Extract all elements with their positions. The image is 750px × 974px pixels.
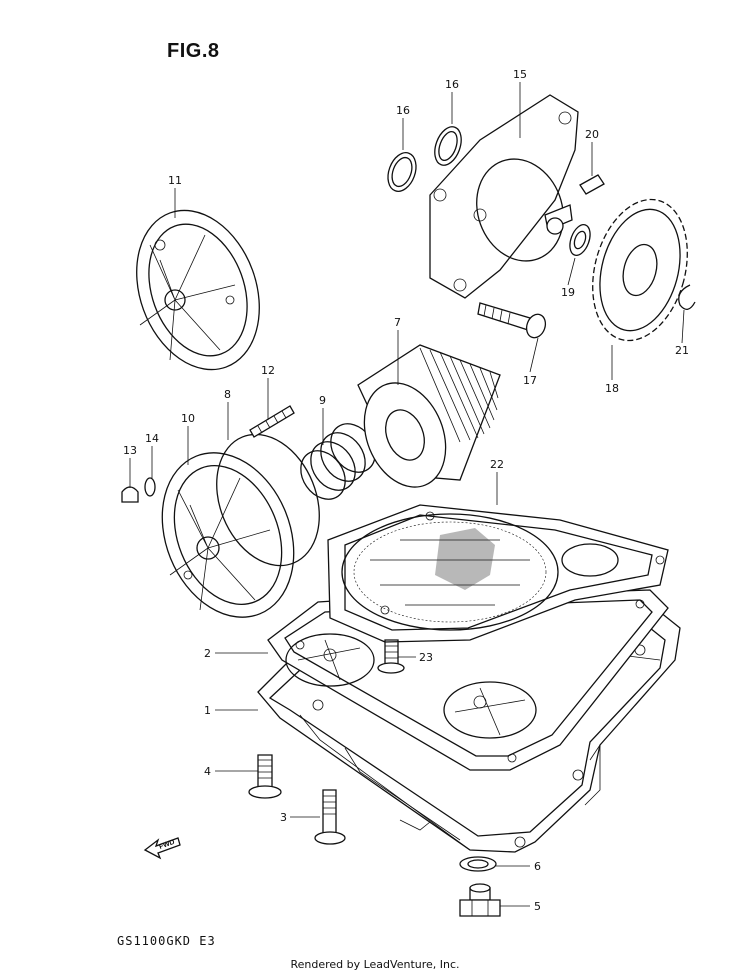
fwd-arrow-icon: FWD [143,837,181,860]
callout-17: 17 [523,374,537,387]
callout-11: 11 [168,174,182,187]
callout-9: 9 [319,394,326,407]
leader-lines [129,82,685,907]
callout-8: 8 [224,388,231,401]
o-ring-16-part[interactable] [430,123,466,169]
cap-nut-13-part[interactable] [121,486,139,503]
callout-20: 20 [585,128,599,141]
callout-15: 15 [513,68,527,81]
callout-22: 22 [490,458,504,471]
drain-washer-part[interactable] [459,856,497,872]
callout-6: 6 [534,860,541,873]
fig-title: FIG.8 [167,40,220,62]
cover-10-part[interactable] [139,433,318,637]
callout-7: 7 [394,316,401,329]
callout-16b: 16 [396,104,410,117]
gear-part[interactable] [578,189,702,351]
callout-18: 18 [605,382,619,395]
oil-filter-part[interactable] [350,344,501,499]
callout-16: 16 [445,78,459,91]
drain-plug-part[interactable] [459,883,501,917]
callout-4: 4 [204,765,211,778]
callout-19: 19 [561,286,575,299]
callout-23: 23 [419,651,433,664]
circlip-part[interactable] [678,284,696,310]
bolt-23-part[interactable] [377,639,405,674]
bolt-3-part[interactable] [314,789,346,845]
washer-19-part[interactable] [566,222,594,258]
strainer-gasket-part[interactable] [327,504,669,643]
callout-21: 21 [675,344,689,357]
callout-5: 5 [534,900,541,913]
screw-17-part[interactable] [477,302,549,340]
pin-20-part[interactable] [579,174,605,195]
bolt-4-part[interactable] [248,754,282,799]
model-code: GS1100GKD E3 [117,934,216,948]
callout-1: 2 [204,647,211,660]
o-ring-part[interactable] [383,149,421,195]
callout-12: 12 [261,364,275,377]
credit-text: Rendered by LeadVenture, Inc. [290,958,460,971]
callout-13: 13 [123,444,137,457]
callout-14: 14 [145,432,159,445]
oil-pump-part[interactable] [429,94,579,299]
callout-10: 10 [181,412,195,425]
callouts: 2 1 3 4 5 6 7 8 9 10 11 12 13 14 15 16 1… [123,68,689,913]
cover-gasket-8-part[interactable] [198,419,338,581]
cover-11-part[interactable] [115,193,280,387]
callout-3: 3 [280,811,287,824]
pin-12-part[interactable] [249,405,295,438]
washer-14-part[interactable] [144,477,156,497]
callout-1b: 1 [204,704,211,717]
